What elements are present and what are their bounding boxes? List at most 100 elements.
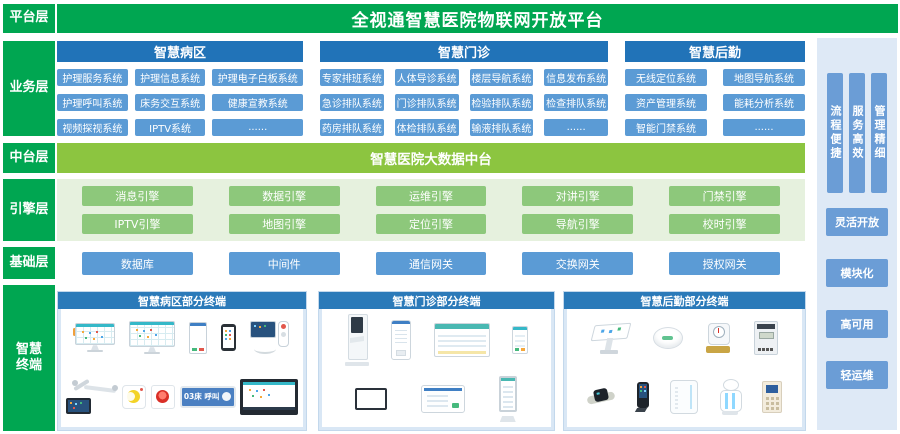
self-service-kiosk-icon (344, 314, 369, 366)
system-chip: 护理服务系统 (57, 69, 128, 86)
engine-chip: 导航引擎 (522, 214, 634, 234)
layer-label-text: 引擎层 (9, 201, 49, 217)
feature-pill-vertical: 流程便捷 (827, 73, 843, 193)
interactive-touch-table-icon (590, 322, 632, 354)
system-chip: 输液排队系统 (469, 119, 534, 136)
bedside-arm-terminal-icon (65, 378, 118, 414)
terminal-panel-body (322, 309, 551, 427)
vertical-signage-icon (498, 376, 518, 422)
bedside-handset-icon (250, 321, 289, 355)
engine-chip: 对讲引擎 (522, 186, 634, 206)
layer-label-terminal: 智慧终端 (3, 285, 55, 431)
feature-pill: 轻运维 (826, 361, 888, 389)
business-group-smart-ward: 智慧病区 护理服务系统 护理信息系统 护理电子白板系统 护理呼叫系统 床务交互系… (57, 41, 303, 136)
system-row: 急诊排队系统 门诊排队系统 检验排队系统 检查排队系统 (320, 94, 608, 111)
feature-pill: 高可用 (826, 310, 888, 338)
bed-door-sign-icon: 03床 呼叫 (179, 385, 236, 408)
engine-chip: 数据引擎 (228, 186, 340, 206)
engine-chip: 校时引擎 (669, 214, 780, 234)
terminal-panel-smart-logistics: 智慧后勤部分终端 (563, 291, 806, 431)
business-layer: 智慧病区 护理服务系统 护理信息系统 护理电子白板系统 护理呼叫系统 床务交互系… (57, 41, 805, 136)
ward-wall-board-icon (240, 378, 299, 415)
base-chip: 数据库 (82, 252, 193, 275)
engine-chip: 门禁引擎 (669, 186, 780, 206)
nurse-smartphone-icon (221, 324, 236, 352)
feature-pill-vertical: 管理精细 (871, 73, 887, 193)
group-title-smart-ward: 智慧病区 (57, 41, 303, 62)
system-chip: 智能门禁系统 (625, 119, 707, 136)
page-title: 全视通智慧医院物联网开放平台 (351, 11, 604, 31)
device-row (567, 321, 802, 355)
device-row (322, 314, 551, 366)
consult-tablet-icon (420, 385, 465, 413)
access-control-keypad-icon (762, 381, 783, 413)
system-chip: 能耗分析系统 (723, 94, 805, 111)
system-chip: 检查排队系统 (544, 94, 608, 111)
air-purifier-icon (670, 380, 699, 414)
ward-overview-monitor-icon (129, 321, 175, 355)
sos-call-button-icon (150, 384, 175, 409)
system-chip: IPTV系统 (134, 119, 206, 136)
base-chip: 交换网关 (522, 252, 634, 275)
system-chip: 资产管理系统 (625, 94, 707, 111)
system-row: 护理服务系统 护理信息系统 护理电子白板系统 (57, 69, 303, 86)
feature-pills: 灵活开放 模块化 高可用 轻运维 (817, 208, 897, 389)
terminal-panel-title: 智慧门诊部分终端 (319, 292, 554, 309)
system-chip: 检验排队系统 (469, 94, 534, 111)
smart-wristband-icon (586, 386, 616, 408)
nurse-host-display-icon (73, 323, 115, 353)
door-sign-text: 03床 呼叫 (183, 392, 220, 402)
terminal-panel-smart-ward: 智慧病区部分终端 (57, 291, 307, 431)
platform-features-panel: 流程便捷 服务高效 管理精细 灵活开放 模块化 高可用 轻运维 (817, 38, 897, 430)
engine-chip: 消息引擎 (82, 186, 193, 206)
terminal-panel-body (567, 309, 802, 427)
layer-label-base: 基础层 (3, 247, 55, 279)
middle-banner-text: 智慧医院大数据中台 (370, 152, 492, 168)
feature-pill-vertical: 服务高效 (849, 73, 865, 193)
group-title-smart-logistics: 智慧后勤 (625, 41, 805, 62)
system-chip: 护理信息系统 (134, 69, 206, 86)
base-chip: 授权网关 (669, 252, 780, 275)
system-chip: 无线定位系统 (625, 69, 707, 86)
system-row: 视频探视系统 IPTV系统 ...... (57, 119, 303, 136)
layer-label-engine: 引擎层 (3, 179, 55, 241)
device-row (567, 379, 802, 415)
system-row: 智能门禁系统 ...... (625, 119, 805, 136)
base-chip: 通信网关 (375, 252, 487, 275)
handheld-terminal-icon (634, 382, 651, 412)
terminal-panel-smart-outpatient: 智慧门诊部分终端 (318, 291, 555, 431)
system-row: 药房排队系统 体检排队系统 输液排队系统 ...... (320, 119, 608, 136)
system-chip: 体检排队系统 (394, 119, 459, 136)
system-chip: 视频探视系统 (57, 119, 128, 136)
feature-pill: 模块化 (826, 259, 888, 287)
ward-door-screen-icon (189, 321, 207, 354)
system-row: 无线定位系统 地图导航系统 (625, 69, 805, 86)
disinfection-robot-icon (718, 379, 743, 415)
system-chip: 楼层导航系统 (469, 69, 534, 86)
system-chip-ellipsis: ...... (544, 119, 608, 136)
system-chip: 护理电子白板系统 (212, 69, 303, 86)
device-row: 03床 呼叫 (61, 378, 303, 415)
system-chip: 人体导诊系统 (394, 69, 459, 86)
device-row (61, 321, 303, 355)
layer-label-text: 基础层 (9, 254, 49, 270)
engine-chip: IPTV引擎 (82, 214, 193, 234)
engine-layer: 消息引擎 数据引擎 运维引擎 对讲引擎 门禁引擎 IPTV引擎 地图引擎 定位引… (57, 179, 805, 241)
base-chip: 中间件 (228, 252, 340, 275)
layer-label-text: 中台层 (9, 149, 49, 165)
engine-chip: 地图引擎 (228, 214, 340, 234)
layer-label-business: 业务层 (3, 41, 55, 136)
corridor-dome-light-icon (122, 384, 147, 409)
business-group-smart-logistics: 智慧后勤 无线定位系统 地图导航系统 资产管理系统 能耗分析系统 智能门禁系统 … (625, 41, 805, 136)
wall-screen-keypad-icon (355, 388, 388, 410)
smart-electric-meter-icon (754, 321, 779, 355)
terminal-panel-title: 智慧病区部分终端 (58, 292, 306, 309)
terminal-panel-title: 智慧后勤部分终端 (564, 292, 805, 309)
base-layer: 数据库 中间件 通信网关 交换网关 授权网关 (57, 252, 805, 275)
device-row (322, 376, 551, 422)
system-chip: 药房排队系统 (320, 119, 384, 136)
system-chip: 健康宣教系统 (212, 94, 303, 111)
system-row: 护理呼叫系统 床务交互系统 健康宣教系统 (57, 94, 303, 111)
feature-pill: 灵活开放 (826, 208, 888, 236)
layer-label-text: 业务层 (9, 80, 49, 96)
